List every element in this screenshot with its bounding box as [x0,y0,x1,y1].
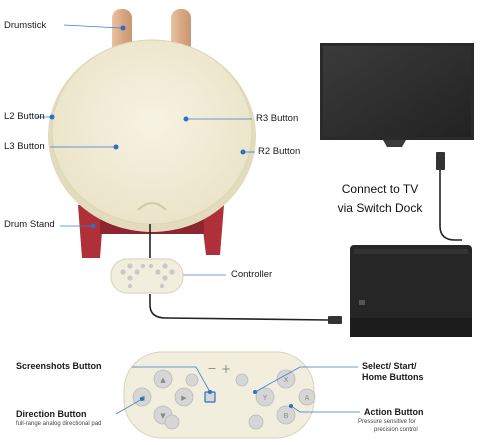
hdmi-plug-icon [436,152,445,170]
controller-icon [123,351,316,439]
direction-button-label: Direction Button [16,409,87,419]
l2-button-label: L2 Button [4,111,45,122]
r2-button-label: R2 Button [258,146,301,157]
action-button-label: Action Button [364,407,424,417]
l3-button-label: L3 Button [4,141,45,152]
mini-controller-icon [110,258,184,294]
down-glyph: ▼ [160,412,166,420]
b-glyph: B [284,412,289,420]
y-glyph: Y [262,394,268,402]
switch-dock-icon [350,245,472,337]
x-glyph: X [284,376,289,384]
controller-label: Controller [231,269,273,280]
controller-callout-dots [140,390,293,408]
plus-glyph: + [221,362,231,376]
right-glyph: ▶ [181,394,187,402]
action-button-sub-1: Pressure sensitive for [358,419,416,425]
usb-plug-icon [328,316,342,324]
a-glyph: A [305,394,310,402]
cables [149,170,462,321]
connect-title: Connect to TV via Switch Dock [310,180,450,218]
drum-icon [48,39,256,232]
direction-button-sub: full-range analog directional pad [16,421,102,427]
select-start-label: Select/ Start/ [362,361,417,371]
drumstick-label: Drumstick [4,20,47,31]
connect-line-2: via Switch Dock [337,201,423,215]
action-button-sub-2: precision control [374,427,418,433]
controller-callout-lines [115,366,360,415]
up-glyph: ▲ [160,376,166,384]
callout-lines [36,24,255,276]
r3-button-label: R3 Button [256,113,299,124]
tv-icon [320,43,474,147]
minus-glyph: − [207,362,216,375]
home-buttons-label: Home Buttons [362,372,424,382]
screenshots-button-label: Screenshots Button [16,361,102,371]
drum-stand-label: Drum Stand [4,219,55,230]
connect-line-1: Connect to TV [341,182,419,196]
